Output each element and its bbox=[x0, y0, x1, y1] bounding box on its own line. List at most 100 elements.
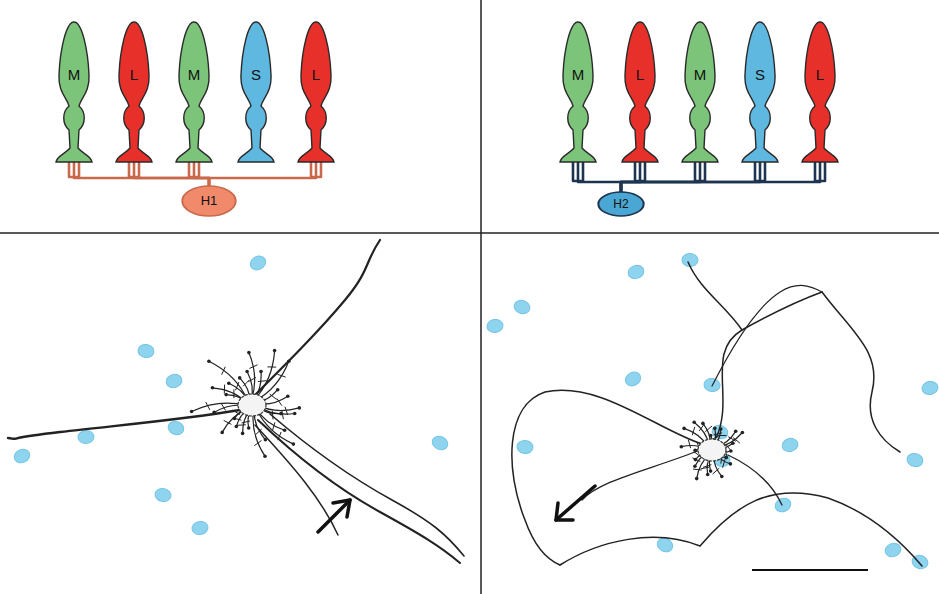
dendrite-branch bbox=[278, 374, 286, 377]
dendrite-terminal bbox=[741, 431, 745, 435]
dendrite-branch bbox=[285, 407, 288, 415]
dendrite-branch bbox=[272, 411, 274, 419]
cone-shape bbox=[802, 22, 838, 162]
cone-label: L bbox=[801, 66, 839, 83]
dendrite-terminal bbox=[276, 388, 280, 392]
dendrite-terminal bbox=[259, 370, 263, 374]
dendrite-branch bbox=[233, 410, 240, 414]
axon-loop bbox=[712, 285, 822, 386]
cone-cell: L bbox=[801, 20, 839, 165]
s-cone-dot bbox=[626, 263, 645, 281]
cone-cell: S bbox=[741, 20, 779, 165]
cone-shape bbox=[176, 22, 212, 162]
s-cone-dot bbox=[781, 437, 800, 454]
cone-outline bbox=[297, 20, 335, 165]
cone-cell: L bbox=[297, 20, 335, 165]
axon-loop bbox=[728, 455, 782, 505]
s-cone-dot bbox=[166, 419, 186, 437]
dendrite-branch bbox=[278, 432, 281, 440]
dendrite-terminal bbox=[247, 351, 251, 355]
dendrite-terminal bbox=[724, 456, 728, 460]
dendrite-terminal bbox=[263, 454, 267, 458]
dendrite-contact bbox=[189, 162, 209, 186]
panel-divider bbox=[0, 232, 939, 234]
axon-loop bbox=[560, 493, 922, 566]
cone-label: L bbox=[621, 66, 659, 83]
cone-cell: L bbox=[621, 20, 659, 165]
dendrite-branch bbox=[268, 366, 276, 367]
dendrite-terminal bbox=[695, 477, 699, 481]
cone-outline bbox=[237, 20, 275, 165]
dendrite-branch bbox=[706, 426, 712, 431]
cone-shape bbox=[622, 22, 658, 162]
dendrite-terminal bbox=[190, 410, 194, 414]
dendrite-terminal bbox=[241, 432, 245, 436]
s-cone-dot bbox=[773, 496, 793, 514]
dendrite-branch bbox=[224, 385, 225, 393]
dendrite-terminal bbox=[693, 449, 697, 453]
dendrite-terminal bbox=[211, 386, 215, 390]
s-cone-dot bbox=[517, 440, 534, 454]
dendrite-terminal bbox=[247, 426, 251, 430]
cone-cell: M bbox=[175, 20, 213, 165]
horizontal-cell: H2 bbox=[597, 191, 645, 217]
dendrite-terminal bbox=[693, 465, 697, 469]
dendrite-contact bbox=[621, 162, 825, 192]
dendrite-branch bbox=[221, 403, 225, 410]
dendrite-contact bbox=[621, 162, 645, 192]
dendrite-branch bbox=[222, 367, 225, 374]
dendrite-contact bbox=[621, 162, 765, 192]
dendrite-terminal bbox=[293, 412, 297, 416]
s-cone-dot bbox=[12, 447, 32, 466]
s-cone-dot bbox=[430, 434, 450, 453]
arrow-shaft bbox=[556, 486, 595, 520]
dendrite-branch bbox=[273, 423, 275, 431]
cone-shape bbox=[742, 22, 778, 162]
dendrite-terminal bbox=[264, 438, 268, 442]
cell-label: H1 bbox=[181, 185, 237, 217]
dendrite-branch bbox=[255, 441, 262, 446]
dendrite-branch bbox=[723, 460, 725, 468]
dendrite-terminal bbox=[292, 442, 296, 446]
cone-label: M bbox=[55, 66, 93, 83]
cone-cell: M bbox=[559, 20, 597, 165]
cone-outline bbox=[801, 20, 839, 165]
cone-label: S bbox=[237, 66, 275, 83]
dendrite bbox=[8, 410, 240, 439]
cone-label: L bbox=[297, 66, 335, 83]
s-cone-dot bbox=[623, 369, 643, 388]
dendrite-contact bbox=[573, 162, 621, 192]
cone-outline bbox=[115, 20, 153, 165]
s-cone-dot bbox=[78, 430, 94, 444]
dendrite-branch bbox=[237, 424, 245, 426]
dendrite-terminal bbox=[682, 427, 686, 431]
dendrite-branch bbox=[243, 380, 249, 386]
dendrite-branch bbox=[277, 399, 282, 406]
dendrite-terminal bbox=[245, 370, 249, 374]
cone-shape bbox=[56, 22, 92, 162]
cone-cell: L bbox=[115, 20, 153, 165]
dendrite-terminal bbox=[212, 411, 216, 415]
cone-outline bbox=[621, 20, 659, 165]
s-cone-dot bbox=[248, 253, 268, 272]
arrow-head bbox=[556, 503, 573, 520]
cone-label: S bbox=[741, 66, 779, 83]
dendrite-terminal bbox=[709, 469, 713, 473]
horizontal-cell: H1 bbox=[181, 185, 237, 217]
dendrite-branch bbox=[253, 411, 265, 456]
cone-label: M bbox=[175, 66, 213, 83]
dendrite-branch bbox=[250, 365, 257, 368]
dendrite-terminal bbox=[220, 431, 224, 435]
dendrite-terminal bbox=[286, 394, 290, 398]
dendrite-terminal bbox=[273, 349, 277, 353]
axon-loop bbox=[716, 292, 900, 452]
cone-cell: M bbox=[681, 20, 719, 165]
dendrite-branch bbox=[256, 429, 262, 434]
s-cone-dot bbox=[921, 380, 939, 396]
dendrite-terminal bbox=[298, 406, 302, 410]
cone-cell: S bbox=[237, 20, 275, 165]
arrow-head bbox=[333, 500, 350, 517]
dendrite-contact bbox=[69, 162, 209, 186]
cell-soma bbox=[238, 394, 266, 416]
